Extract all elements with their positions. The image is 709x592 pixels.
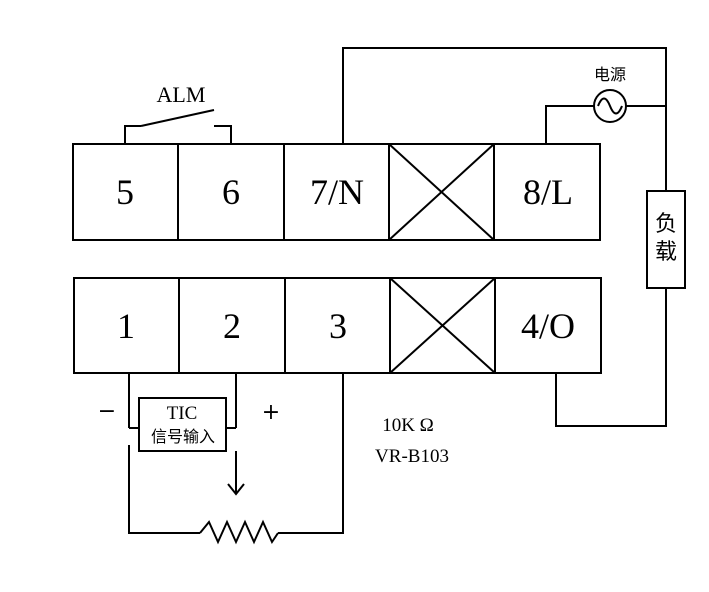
terminal-label: 1: [117, 306, 135, 346]
terminal-7n: [283, 143, 390, 241]
terminal-label: 6: [222, 172, 240, 212]
pot-wire-right: [278, 373, 344, 534]
terminal-6: [177, 143, 285, 241]
terminal-label: 7/N: [310, 172, 364, 212]
blank-cross-line: [388, 143, 495, 241]
terminal-1: [73, 277, 180, 374]
load-label-char: 载: [655, 240, 677, 265]
tic-label: TIC: [167, 403, 198, 424]
alarm-switch-blade: [140, 109, 215, 127]
wiper-arrow-head: [227, 483, 245, 496]
tic-sub-label: 信号输入: [151, 427, 215, 446]
power-source-label: 电源: [594, 65, 626, 84]
output-wire: [555, 288, 667, 427]
lower-terminal-block: 1 2 3 4/O: [73, 277, 602, 374]
alarm-switch: ALM: [124, 82, 232, 144]
terminal-label: 4/O: [521, 306, 575, 346]
load-label-char: 负: [655, 212, 677, 237]
terminal-5: [72, 143, 179, 241]
terminal-label: 5: [116, 172, 134, 212]
live-wire-to-source: [545, 105, 594, 144]
terminal-label: 2: [223, 306, 241, 346]
alarm-label: ALM: [157, 82, 206, 107]
terminal-label: 3: [329, 306, 347, 346]
resistor-zigzag-icon: [199, 519, 279, 545]
alarm-wire-left: [124, 125, 141, 144]
tic-input-box: [138, 397, 227, 452]
terminal-label: 8/L: [523, 172, 573, 212]
plus-sign: +: [262, 400, 280, 425]
pot-wire-left: [128, 445, 200, 534]
blank-cross-line: [389, 277, 496, 374]
alarm-wire-right: [214, 125, 232, 144]
sine-wave-icon: [597, 97, 623, 115]
upper-terminal-block: 5 6 7/N 8/L: [72, 143, 601, 241]
power-circuit: 电源 负 载: [342, 47, 686, 427]
neutral-wire: [342, 47, 667, 191]
terminal-2: [178, 277, 286, 374]
terminal-3: [284, 277, 391, 374]
terminal-8l: [493, 143, 601, 241]
minus-sign: −: [98, 399, 116, 424]
terminal-4o: [494, 277, 602, 374]
signal-input-circuit: TIC 信号输入 − + 10K Ω VR-B103: [98, 373, 449, 545]
pot-model-label: VR-B103: [375, 446, 449, 467]
pot-value-label: 10K Ω: [382, 415, 434, 436]
